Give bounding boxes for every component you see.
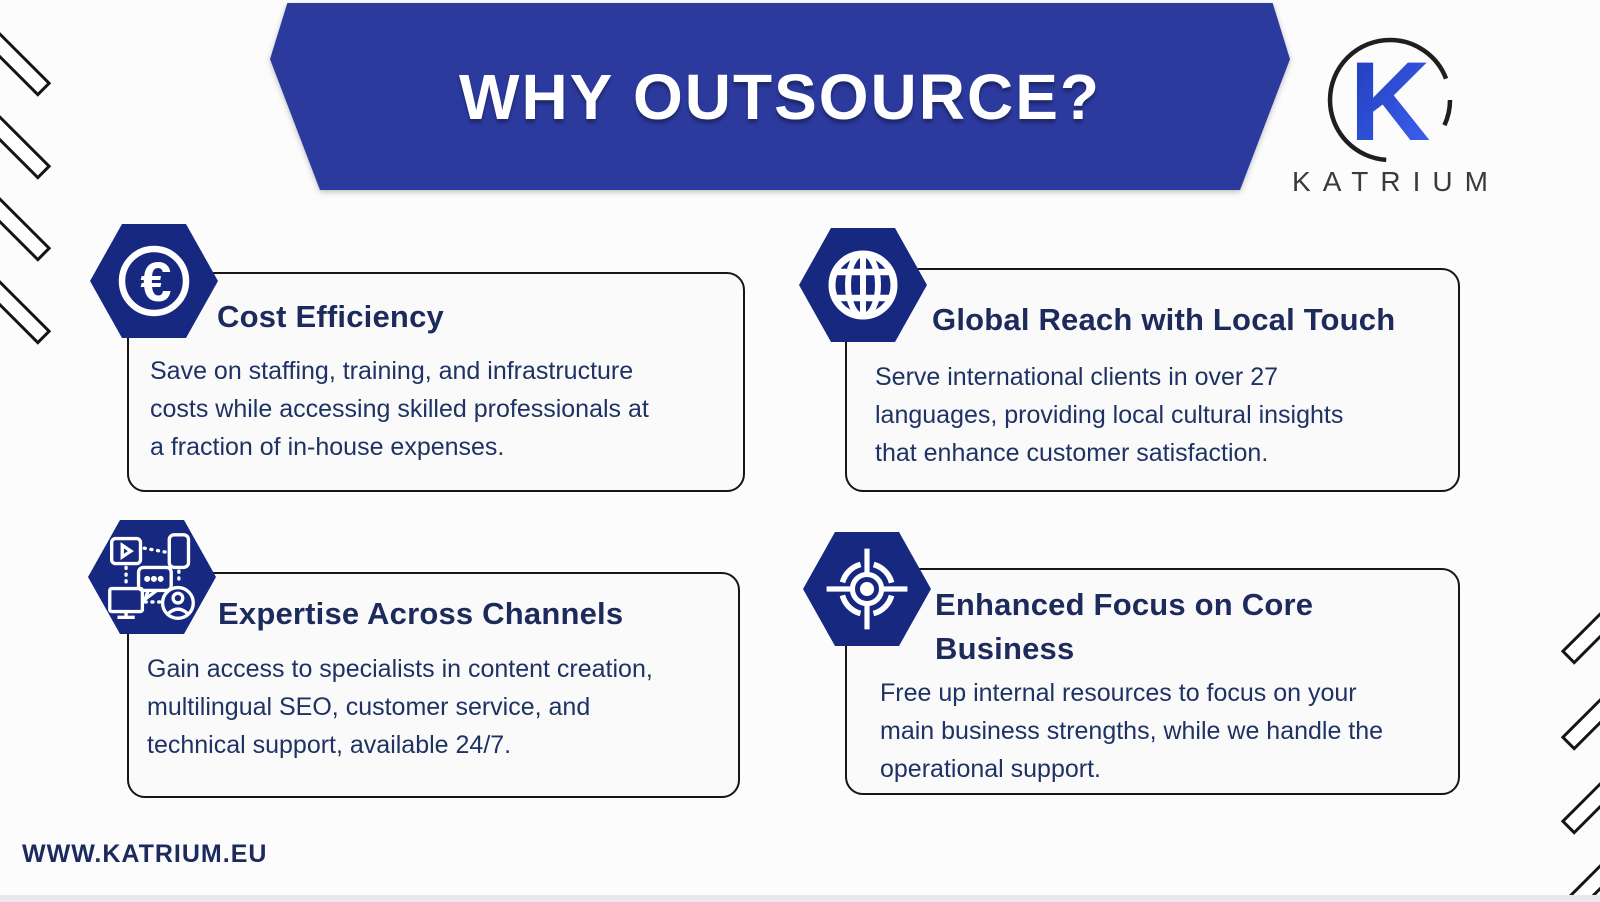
svg-text:€: € [140,250,171,313]
card-title: Enhanced Focus on Core Business [935,587,1314,666]
euro-icon: € [118,245,190,317]
diagonal-band-decoration [1560,838,1600,902]
card-body: Save on staffing, training, and infrastr… [150,357,649,461]
card-expertise-channels: Expertise Across Channels Gain access to… [127,572,740,798]
brand-wordmark: KATRIUM [1292,166,1500,197]
banner: WHY OUTSOURCE? [270,3,1290,190]
card-core-business: Enhanced Focus on Core Business Free up … [845,568,1460,795]
diagonal-band-decoration [0,101,52,180]
card-title: Global Reach with Local Touch [932,302,1396,337]
diagonal-band-decoration [0,183,52,262]
card-cost-efficiency: Cost Efficiency Save on staffing, traini… [127,272,745,492]
channels-icon [108,533,195,620]
page-title: WHY OUTSOURCE? [459,60,1101,133]
globe-icon [828,250,898,320]
banner-ribbon: WHY OUTSOURCE? [270,3,1290,190]
diagonal-band-decoration [1560,672,1600,751]
svg-text:K: K [1350,39,1431,164]
diagonal-band-decoration [0,266,52,345]
katrium-monogram-icon: K [1327,37,1453,164]
card-global-reach: Global Reach with Local Touch Serve inte… [845,268,1460,492]
diagonal-band-decoration [1560,756,1600,835]
hexagon-badge [88,520,216,634]
katrium-logo: K KATRIUM [1278,28,1502,203]
diagonal-band-decoration [0,18,52,97]
card-body: Free up internal resources to focus on y… [880,679,1384,783]
card-title: Expertise Across Channels [218,596,624,631]
website-url: WWW.KATRIUM.EU [22,840,268,868]
card-body: Gain access to specialists in content cr… [147,655,653,759]
card-body: Serve international clients in over 27 l… [875,363,1344,467]
target-icon [826,548,908,630]
bottom-edge-strip [0,895,1600,902]
card-title: Cost Efficiency [217,299,444,334]
diagonal-band-decoration [1560,586,1600,665]
